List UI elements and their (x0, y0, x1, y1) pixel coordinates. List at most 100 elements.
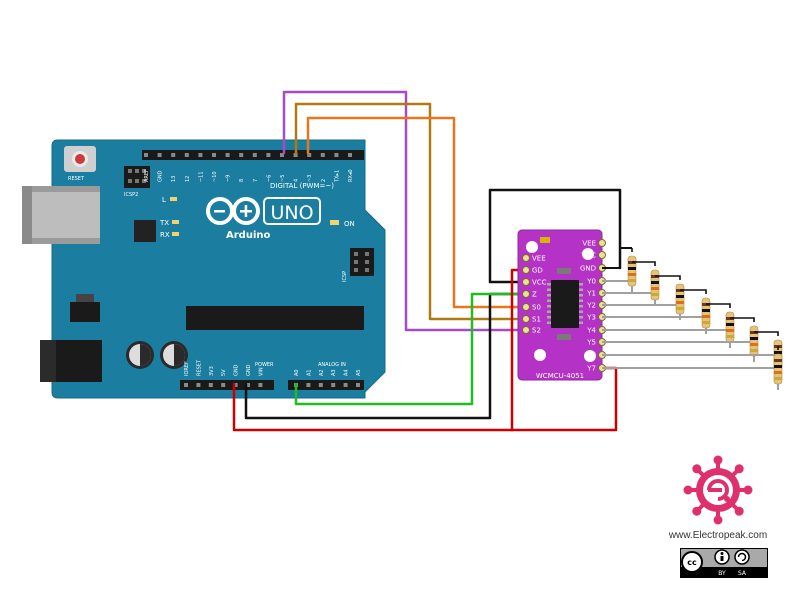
cc-icon: cc (687, 558, 697, 567)
pin-label: A4 (344, 369, 350, 376)
wire-black-ground (754, 331, 779, 336)
rx-led (172, 232, 179, 236)
header-pin (348, 153, 352, 157)
resistor (749, 325, 759, 357)
header-pin (144, 153, 148, 157)
smd-component (557, 334, 571, 340)
mount-hole (584, 350, 596, 362)
wire-green-a0-z (294, 292, 528, 406)
ic-leg (547, 316, 551, 319)
ic-leg (579, 299, 583, 302)
mux-left-pin-label: S2 (532, 327, 541, 335)
by-label: BY (718, 570, 726, 577)
header-pin (196, 383, 201, 387)
pin-label: ~3 (307, 175, 313, 182)
pin-label: 3V3 (209, 366, 215, 376)
header-pin (258, 383, 263, 387)
logo-node (713, 455, 723, 465)
pin-label: ~5 (280, 175, 286, 182)
ic-leg (547, 310, 551, 313)
microcontroller-chip (186, 306, 364, 330)
sa-icon (734, 549, 750, 565)
mux-pin-pad (522, 254, 530, 262)
wire-black-ground (680, 289, 707, 294)
wire-grey-signal (602, 316, 707, 334)
pin-label: 2 (321, 179, 327, 182)
mux-left-pin-label: S0 (532, 304, 541, 312)
pin-label: 4 (294, 179, 300, 182)
mux-left-pin-label: S1 (532, 316, 541, 324)
wire-brown-d6-s1 (294, 102, 528, 321)
wire-black-resistor-bus (602, 247, 632, 269)
mux-right-pin-label: Y7 (586, 365, 596, 373)
uno-badge (263, 197, 321, 225)
ic-leg (579, 316, 583, 319)
mux-pin-pad (522, 278, 530, 286)
rx-led-label: RX (160, 231, 170, 239)
cc-license-badge: cc BY SA (680, 548, 768, 578)
header-pin (184, 383, 188, 387)
wire-black-gnd-loop (488, 188, 622, 284)
mux-right-pin-label: VEE (582, 240, 596, 248)
header-pin (221, 383, 226, 387)
pin-label: A5 (356, 369, 362, 376)
pin-label: 13 (171, 176, 177, 182)
resistor (725, 311, 735, 343)
mux-left-pin-label: GD (532, 267, 543, 275)
digital-header (142, 150, 364, 160)
header-pin (320, 153, 325, 157)
pin-label: A2 (319, 369, 325, 376)
wire-grey-signal (602, 367, 779, 390)
header-pin (307, 153, 312, 157)
sa-label: SA (738, 570, 747, 577)
mux-pin-pad (598, 251, 606, 259)
pin-label: RX◂0 (348, 169, 354, 182)
header-pin (208, 383, 213, 387)
header-pin (233, 383, 238, 387)
mux-pin-pad (522, 266, 530, 274)
pin-label: 7 (253, 179, 259, 182)
mux-ic-chip (547, 280, 583, 328)
logo-node (692, 464, 702, 474)
capacitor-left (126, 341, 154, 369)
resistor (701, 297, 711, 329)
wire-grey-signal (602, 341, 755, 362)
digital-label: DIGITAL (PWM=~) (270, 182, 334, 190)
pin-label: GND (158, 170, 164, 182)
wire-grey-signal (602, 280, 633, 292)
website-label: www.Electropeak.com (668, 530, 767, 541)
model-label: UNO (270, 202, 313, 224)
logo-node (734, 506, 744, 516)
resistor (675, 283, 685, 315)
mux-right-pin-label: GND (580, 265, 596, 273)
ic-leg (579, 321, 583, 324)
power-jack (40, 340, 102, 382)
mux-right-pin-label: Y6 (586, 352, 596, 360)
l-led (170, 197, 177, 201)
resistor (773, 353, 783, 385)
mount-hole (534, 349, 546, 361)
ic-leg (579, 310, 583, 313)
mux-pin-pad (522, 315, 530, 323)
mux-right-pin-label: Y4 (586, 327, 596, 335)
mux-pin-pad (598, 239, 606, 247)
mux-pin-pad (522, 303, 530, 311)
header-pin (356, 383, 360, 387)
header-pin (334, 153, 339, 157)
on-led (330, 220, 339, 225)
pin-label: A3 (331, 369, 337, 376)
mount-hole (582, 248, 594, 260)
header-pin (157, 153, 162, 157)
logo-node (692, 506, 702, 516)
wire-orange-d5-s0 (306, 116, 528, 309)
wire-black-ground (706, 303, 731, 308)
analog-label: ANALOG IN (318, 362, 346, 368)
analog-header (288, 380, 364, 390)
ic-leg (579, 294, 583, 297)
smd-component (557, 268, 571, 274)
wire-black-ground (655, 275, 681, 280)
